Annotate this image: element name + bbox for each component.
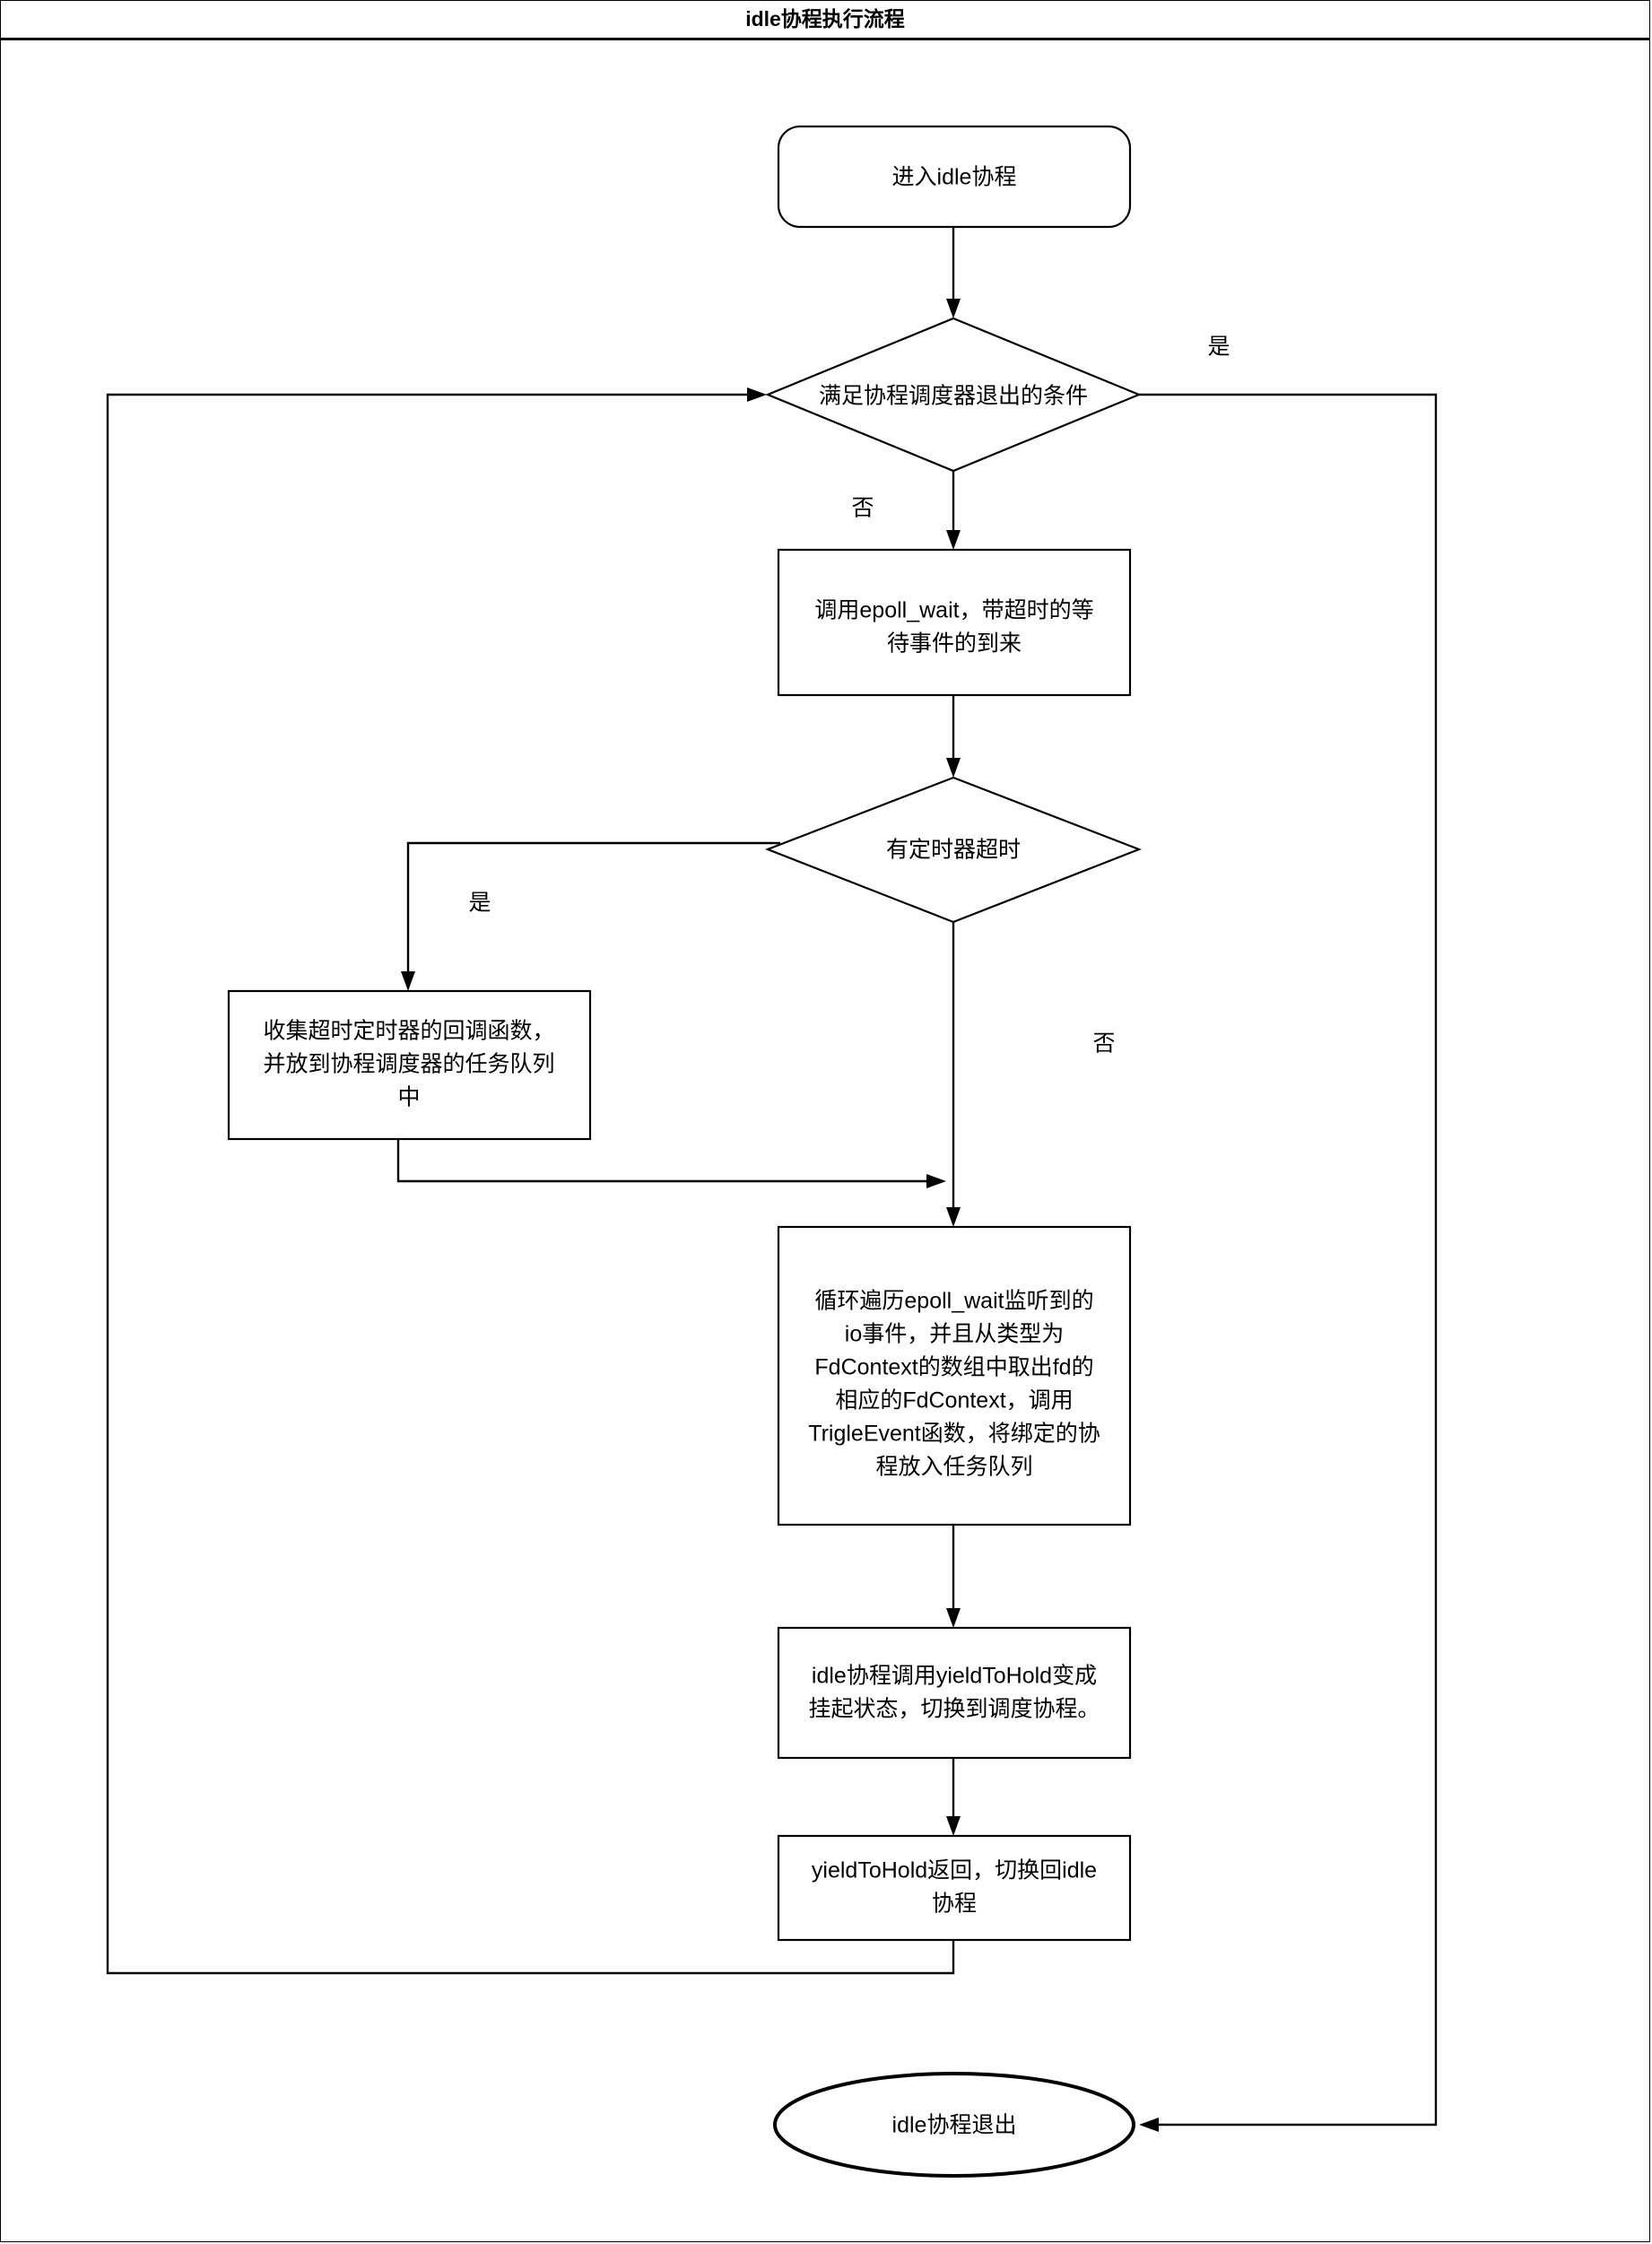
node-end-label: idle协程退出: [892, 2113, 1017, 2138]
node-decision-timer-label: 有定时器超时: [886, 838, 1021, 863]
diagram-title-bar: idle协程执行流程: [1, 1, 1649, 40]
page-title: idle协程执行流程: [745, 7, 905, 30]
node-yield-to-hold-line-1: 挂起状态，切换到调度协程。: [808, 1697, 1100, 1722]
edge-decision-timer-yes-to-collect-timers: [401, 841, 780, 991]
node-iterate-events-line-0: 循环遍历epoll_wait监听到的: [814, 1289, 1093, 1314]
edge-yield-to-hold-to-yield-return: [946, 1758, 961, 1836]
node-iterate-events-line-2: FdContext的数组中取出fd的: [814, 1355, 1093, 1380]
node-yield-to-hold[interactable]: idle协程调用yieldToHold变成 挂起状态，切换到调度协程。: [777, 1626, 1132, 1760]
node-yield-return[interactable]: yieldToHold返回，切换回idle 协程: [777, 1834, 1132, 1942]
node-collect-timers-line-0: 收集超时定时器的回调函数，: [263, 1019, 554, 1044]
node-collect-timers[interactable]: 收集超时定时器的回调函数， 并放到协程调度器的任务队列 中: [227, 989, 592, 1141]
node-iterate-events-line-4: TrigleEvent函数，将绑定的协: [808, 1422, 1100, 1447]
node-iterate-events[interactable]: 循环遍历epoll_wait监听到的 io事件，并且从类型为 FdContext…: [777, 1225, 1132, 1526]
node-decision-exit[interactable]: 满足协程调度器退出的条件: [765, 317, 1142, 473]
node-start-label: 进入idle协程: [892, 165, 1017, 190]
edge-label-timer-no: 否: [1092, 1031, 1115, 1057]
node-collect-timers-line-2: 中: [397, 1085, 420, 1110]
node-yield-to-hold-line-0: idle协程调用yieldToHold变成: [812, 1664, 1097, 1689]
node-decision-exit-label: 满足协程调度器退出的条件: [819, 384, 1088, 409]
node-iterate-events-line-3: 相应的FdContext，调用: [835, 1388, 1073, 1413]
edge-iterate-events-to-yield-to-hold: [946, 1525, 961, 1628]
node-epoll-wait-line-0: 调用epoll_wait，带超时的等: [814, 598, 1093, 623]
edge-decision-timer-no-to-iterate-events: [946, 922, 961, 1227]
node-iterate-events-line-1: io事件，并且从类型为: [845, 1322, 1064, 1347]
edge-decision-exit-yes-to-end: [1139, 393, 1438, 2132]
node-yield-return-line-1: 协程: [932, 1892, 977, 1917]
node-collect-timers-line-1: 并放到协程调度器的任务队列: [263, 1052, 554, 1077]
edge-collect-timers-to-merge: [396, 1139, 946, 1188]
edge-yield-return-loop-back: [106, 387, 955, 1975]
node-end[interactable]: idle协程退出: [773, 2072, 1135, 2178]
edge-start-to-decision-exit: [946, 227, 961, 318]
edge-label-exit-yes: 是: [1207, 335, 1230, 360]
node-decision-timer[interactable]: 有定时器超时: [764, 776, 1143, 924]
edge-label-exit-no: 否: [851, 496, 874, 521]
edge-epoll-wait-to-decision-timer: [946, 695, 961, 778]
node-start[interactable]: 进入idle协程: [777, 125, 1132, 229]
node-epoll-wait[interactable]: 调用epoll_wait，带超时的等 待事件的到来: [777, 548, 1132, 697]
edge-label-timer-yes: 是: [468, 891, 491, 916]
node-yield-return-line-0: yieldToHold返回，切换回idle: [812, 1858, 1097, 1883]
node-epoll-wait-line-1: 待事件的到来: [887, 631, 1022, 657]
node-iterate-events-line-5: 程放入任务队列: [875, 1455, 1032, 1480]
